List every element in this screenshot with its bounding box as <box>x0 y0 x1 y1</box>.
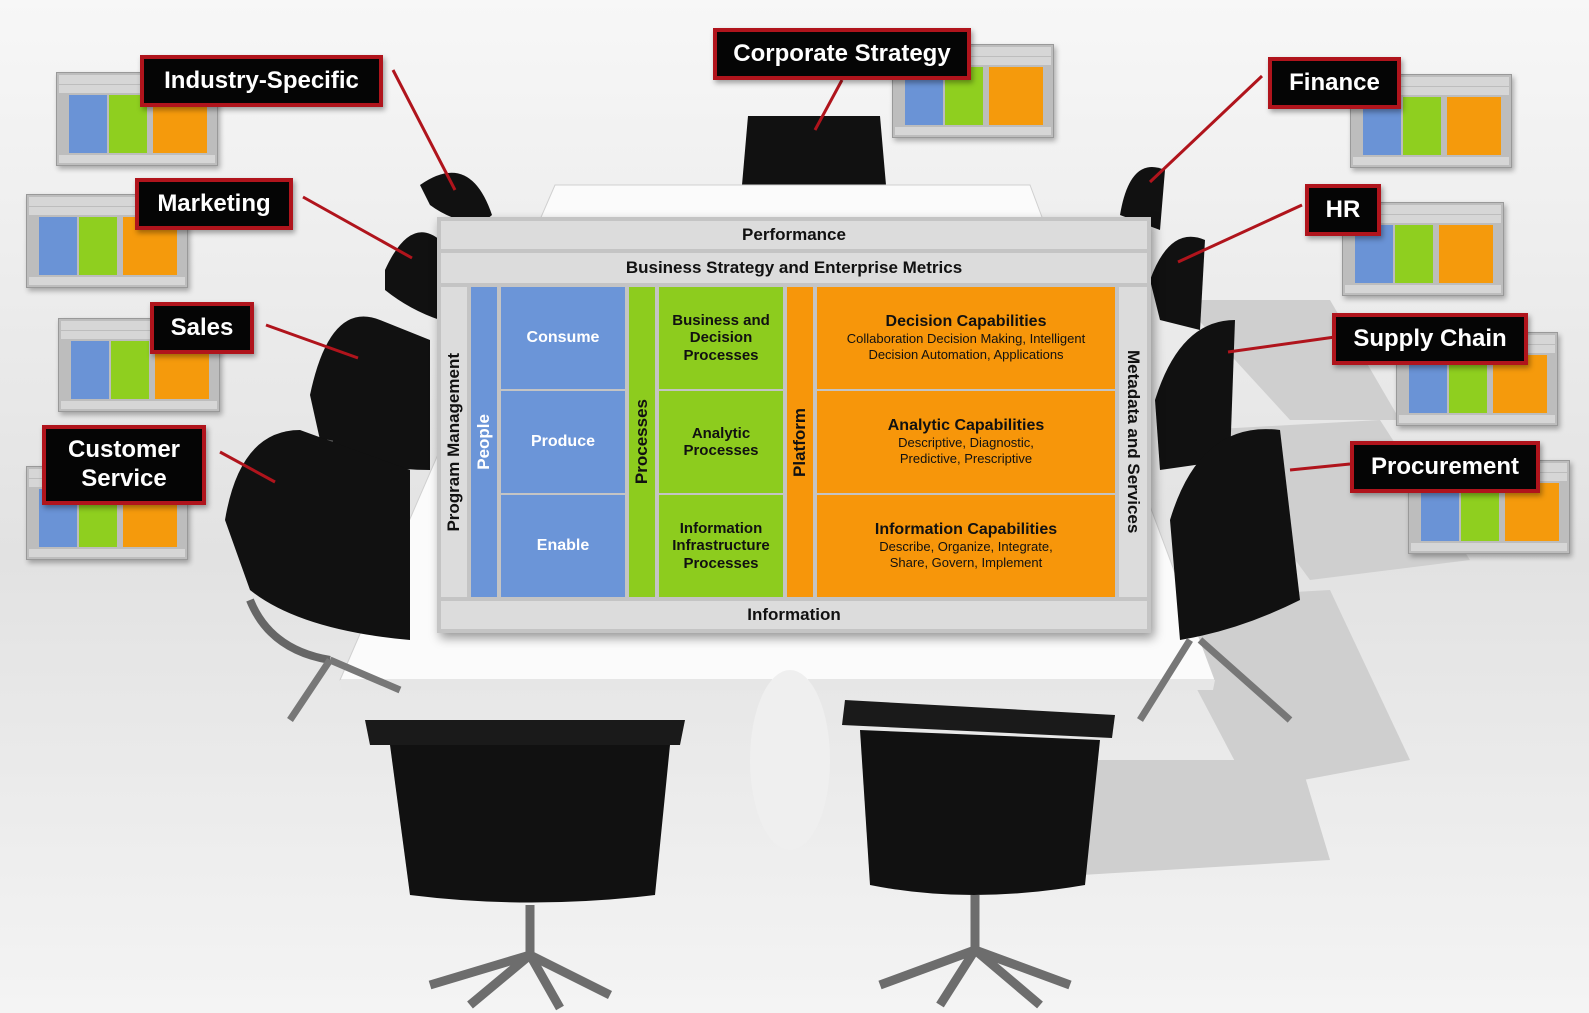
label-corporate-strategy: Corporate Strategy <box>713 28 971 80</box>
people-produce: Produce <box>501 391 625 493</box>
decision-capabilities-desc: Collaboration Decision Making, Intellige… <box>846 331 1086 362</box>
label-industry-specific: Industry-Specific <box>140 55 383 107</box>
information-capabilities-title: Information Capabilities <box>874 521 1058 539</box>
analytic-capabilities-desc: Descriptive, Diagnostic, Predictive, Pre… <box>898 435 1034 466</box>
label-sales: Sales <box>150 302 254 354</box>
process-analytic: Analytic Processes <box>659 391 783 493</box>
label-procurement: Procurement <box>1350 441 1540 493</box>
decision-capabilities-title: Decision Capabilities <box>885 313 1047 331</box>
chair-back-center <box>742 116 886 185</box>
analytic-capabilities-title: Analytic Capabilities <box>887 417 1045 435</box>
chair-front-right <box>842 700 1115 1009</box>
chair-front-left <box>365 720 685 1011</box>
information-capabilities: Information Capabilities Describe, Organ… <box>817 495 1115 597</box>
people-consume: Consume <box>501 287 625 389</box>
people-label: People <box>474 414 493 470</box>
people-enable: Enable <box>501 495 625 597</box>
chair-left-4 <box>225 430 410 722</box>
label-finance: Finance <box>1268 57 1401 109</box>
chair-left-2 <box>385 232 440 320</box>
chair-left-1 <box>420 172 492 225</box>
connector-lines <box>219 69 1351 484</box>
people-strip: People <box>471 287 497 597</box>
platform-label: Platform <box>790 407 809 477</box>
performance-band: Performance <box>441 221 1147 249</box>
metadata-services-label: Metadata and Services <box>1124 350 1143 534</box>
program-management-strip: Program Management <box>441 287 467 597</box>
process-information-infrastructure: Information Infrastructure Processes <box>659 495 783 597</box>
chair-right-2 <box>1150 236 1205 330</box>
processes-label: Processes <box>632 399 651 485</box>
framework-diagram: Performance Business Strategy and Enterp… <box>437 217 1151 633</box>
decision-capabilities: Decision Capabilities Collaboration Deci… <box>817 287 1115 389</box>
chair-right-1 <box>1120 167 1165 230</box>
thumbnail-hr <box>1342 202 1504 296</box>
label-supply-chain: Supply Chain <box>1332 313 1528 365</box>
program-management-label: Program Management <box>444 352 463 532</box>
label-customer-service: Customer Service <box>42 425 206 505</box>
chair-right-4 <box>1137 429 1300 723</box>
analytic-capabilities: Analytic Capabilities Descriptive, Diagn… <box>817 391 1115 493</box>
process-business-decision: Business and Decision Processes <box>659 287 783 389</box>
label-hr: HR <box>1305 184 1381 236</box>
information-band: Information <box>441 601 1147 629</box>
processes-strip: Processes <box>629 287 655 597</box>
metadata-services-strip: Metadata and Services <box>1119 287 1147 597</box>
information-capabilities-desc: Describe, Organize, Integrate, Share, Go… <box>879 539 1053 570</box>
business-strategy-band: Business Strategy and Enterprise Metrics <box>441 253 1147 283</box>
chair-right-3 <box>1155 320 1235 470</box>
platform-strip: Platform <box>787 287 813 597</box>
thumbnail-finance <box>1350 74 1512 168</box>
label-marketing: Marketing <box>135 178 293 230</box>
